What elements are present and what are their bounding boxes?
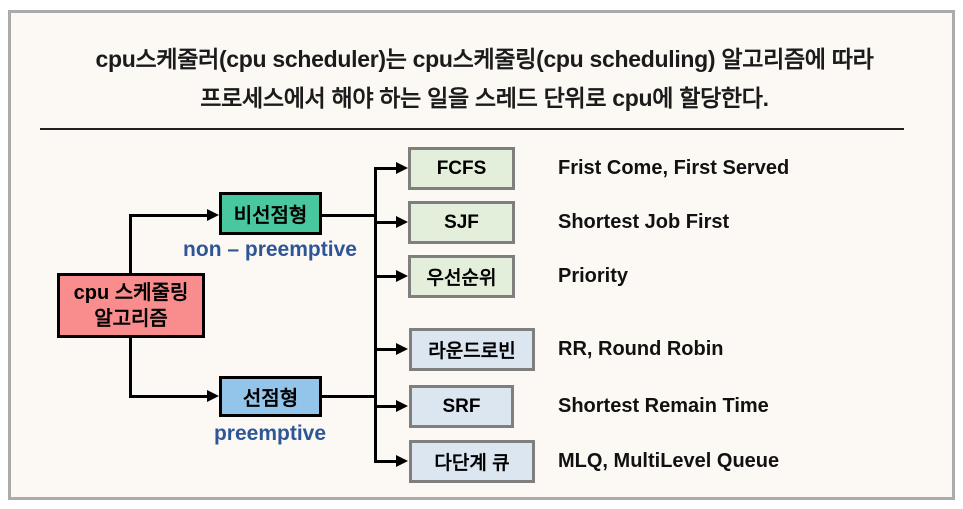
connector-branch-mlq — [374, 460, 398, 463]
title-line-2: 프로세스에서 해야 하는 일을 스레드 단위로 cpu에 할당한다. — [200, 85, 769, 111]
arrowhead-into-mlq — [396, 455, 408, 467]
arrowhead-into-non-preemptive — [207, 209, 219, 221]
leaf-desc-priority: Priority — [558, 265, 629, 287]
branch-node-non-preemptive: 비선점형 — [219, 192, 322, 235]
leaf-node-round-robin: 라운드로빈 — [409, 328, 535, 371]
connector-branch-round-robin — [374, 348, 398, 351]
connector-root-to-non-preemptive — [129, 214, 209, 217]
leaf-desc-round-robin: RR, Round Robin — [558, 338, 724, 360]
arrowhead-into-round-robin — [396, 343, 408, 355]
branch-sublabel-non-preemptive: non – preemptive — [183, 238, 357, 261]
connector-branch-srf — [374, 405, 398, 408]
connector-non-preemptive-to-trunk — [322, 214, 376, 217]
leaf-desc-sjf: Shortest Job First — [558, 211, 730, 233]
leaf-node-mlq: 다단계 큐 — [409, 440, 535, 483]
connector-trunk — [374, 167, 377, 463]
arrowhead-into-srf — [396, 400, 408, 412]
page-title: cpu스케줄러(cpu scheduler)는 cpu스케줄링(cpu sche… — [11, 40, 958, 118]
arrowhead-into-sjf — [396, 216, 408, 228]
title-divider — [40, 128, 904, 130]
root-node-cpu-scheduling-algorithm: cpu 스케줄링 알고리즘 — [57, 273, 205, 338]
arrowhead-into-fcfs — [396, 162, 408, 174]
connector-preemptive-to-trunk — [322, 395, 376, 398]
connector-branch-fcfs — [374, 167, 398, 170]
leaf-node-fcfs: FCFS — [408, 147, 515, 190]
branch-sublabel-preemptive: preemptive — [213, 422, 327, 445]
connector-branch-sjf — [374, 221, 398, 224]
branch-node-preemptive: 선점형 — [219, 376, 322, 417]
connector-root-up-riser — [129, 215, 132, 273]
title-line-1: cpu스케줄러(cpu scheduler)는 cpu스케줄링(cpu sche… — [95, 46, 874, 72]
leaf-node-srf: SRF — [409, 385, 514, 428]
connector-root-to-preemptive — [129, 395, 209, 398]
connector-branch-priority — [374, 275, 398, 278]
leaf-node-sjf: SJF — [408, 201, 515, 244]
arrowhead-into-priority — [396, 270, 408, 282]
leaf-node-priority: 우선순위 — [408, 255, 515, 298]
leaf-desc-mlq: MLQ, MultiLevel Queue — [558, 450, 780, 472]
leaf-desc-srf: Shortest Remain Time — [558, 395, 769, 417]
connector-root-down-riser — [129, 338, 132, 398]
root-node-label: cpu 스케줄링 알고리즘 — [73, 281, 189, 330]
leaf-desc-fcfs: Frist Come, First Served — [558, 157, 790, 179]
arrowhead-into-preemptive — [207, 390, 219, 402]
